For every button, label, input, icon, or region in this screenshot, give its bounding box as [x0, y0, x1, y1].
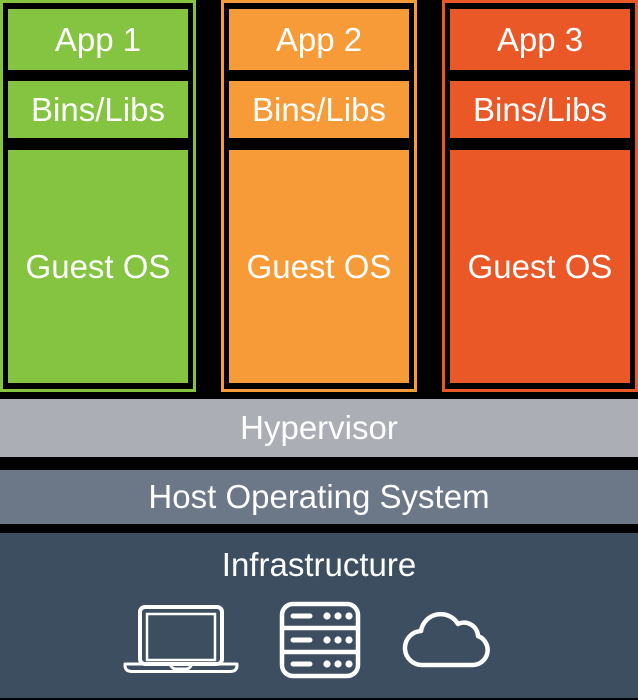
infrastructure-label: Infrastructure	[221, 546, 417, 583]
server-icon	[279, 601, 361, 679]
vm-columns: App 1 Bins/Libs Guest OS App 2 Bins/Libs…	[0, 0, 638, 392]
laptop-icon	[121, 604, 241, 676]
vm-column-1: App 1 Bins/Libs Guest OS	[0, 0, 196, 392]
bins-libs-block-1: Bins/Libs	[8, 81, 188, 138]
hypervisor-band: Hypervisor	[0, 399, 638, 457]
host-os-band: Host Operating System	[0, 470, 638, 524]
guest-os-block-3: Guest OS	[450, 150, 630, 383]
infrastructure-band: Infrastructure	[0, 533, 638, 698]
cloud-icon	[399, 610, 495, 670]
infrastructure-icons	[0, 601, 627, 679]
app-block-2: App 2	[229, 9, 409, 70]
guest-os-block-2: Guest OS	[229, 150, 409, 383]
app-block-1: App 1	[8, 9, 188, 70]
bins-libs-block-2: Bins/Libs	[229, 81, 409, 138]
bins-libs-block-3: Bins/Libs	[450, 81, 630, 138]
vm-column-3: App 3 Bins/Libs Guest OS	[442, 0, 638, 392]
guest-os-block-1: Guest OS	[8, 150, 188, 383]
vm-column-2: App 2 Bins/Libs Guest OS	[221, 0, 417, 392]
app-block-3: App 3	[450, 9, 630, 70]
